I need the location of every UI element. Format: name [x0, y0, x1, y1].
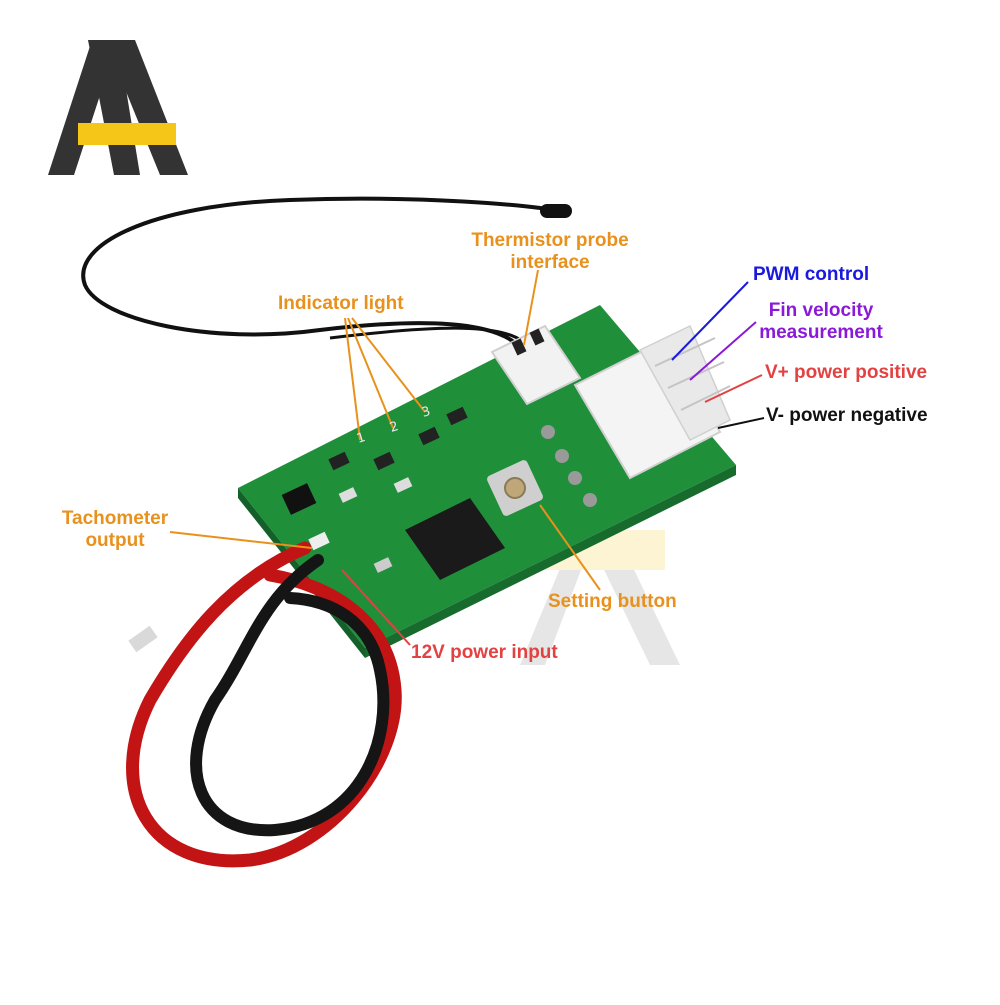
setting-button-cap — [504, 477, 526, 499]
power-input-label: 12V power input — [411, 642, 558, 663]
power-wire-red — [126, 541, 402, 868]
thermistor-wire — [81, 196, 566, 352]
setting-button-label: Setting button — [548, 591, 677, 612]
vminus-label: V- power negative — [766, 405, 928, 426]
power-wire-black — [190, 554, 390, 837]
thermistor-label-line1: Thermistor probe — [471, 230, 629, 251]
tachometer-label-line1: Tachometer — [61, 508, 169, 529]
fin-velocity-label-line1: Fin velocity — [768, 300, 874, 321]
tachometer-label-line2: output — [85, 530, 145, 551]
fin-velocity-label: Fin velocity measurement — [752, 300, 890, 344]
thermistor-label: Thermistor probe interface — [460, 230, 640, 274]
thermistor-label-line2: interface — [510, 252, 590, 273]
vplus-label: V+ power positive — [765, 362, 928, 383]
microcontroller-chip — [405, 498, 505, 580]
leader-lines — [169, 269, 765, 646]
pwm-control-label: PWM control — [753, 264, 870, 285]
fin-velocity-label-line2: measurement — [759, 322, 883, 343]
indicator-light-label: Indicator light — [278, 293, 404, 314]
brand-logo — [48, 40, 188, 175]
tachometer-label: Tachometer output — [50, 508, 180, 552]
thermistor-probe — [540, 204, 572, 218]
